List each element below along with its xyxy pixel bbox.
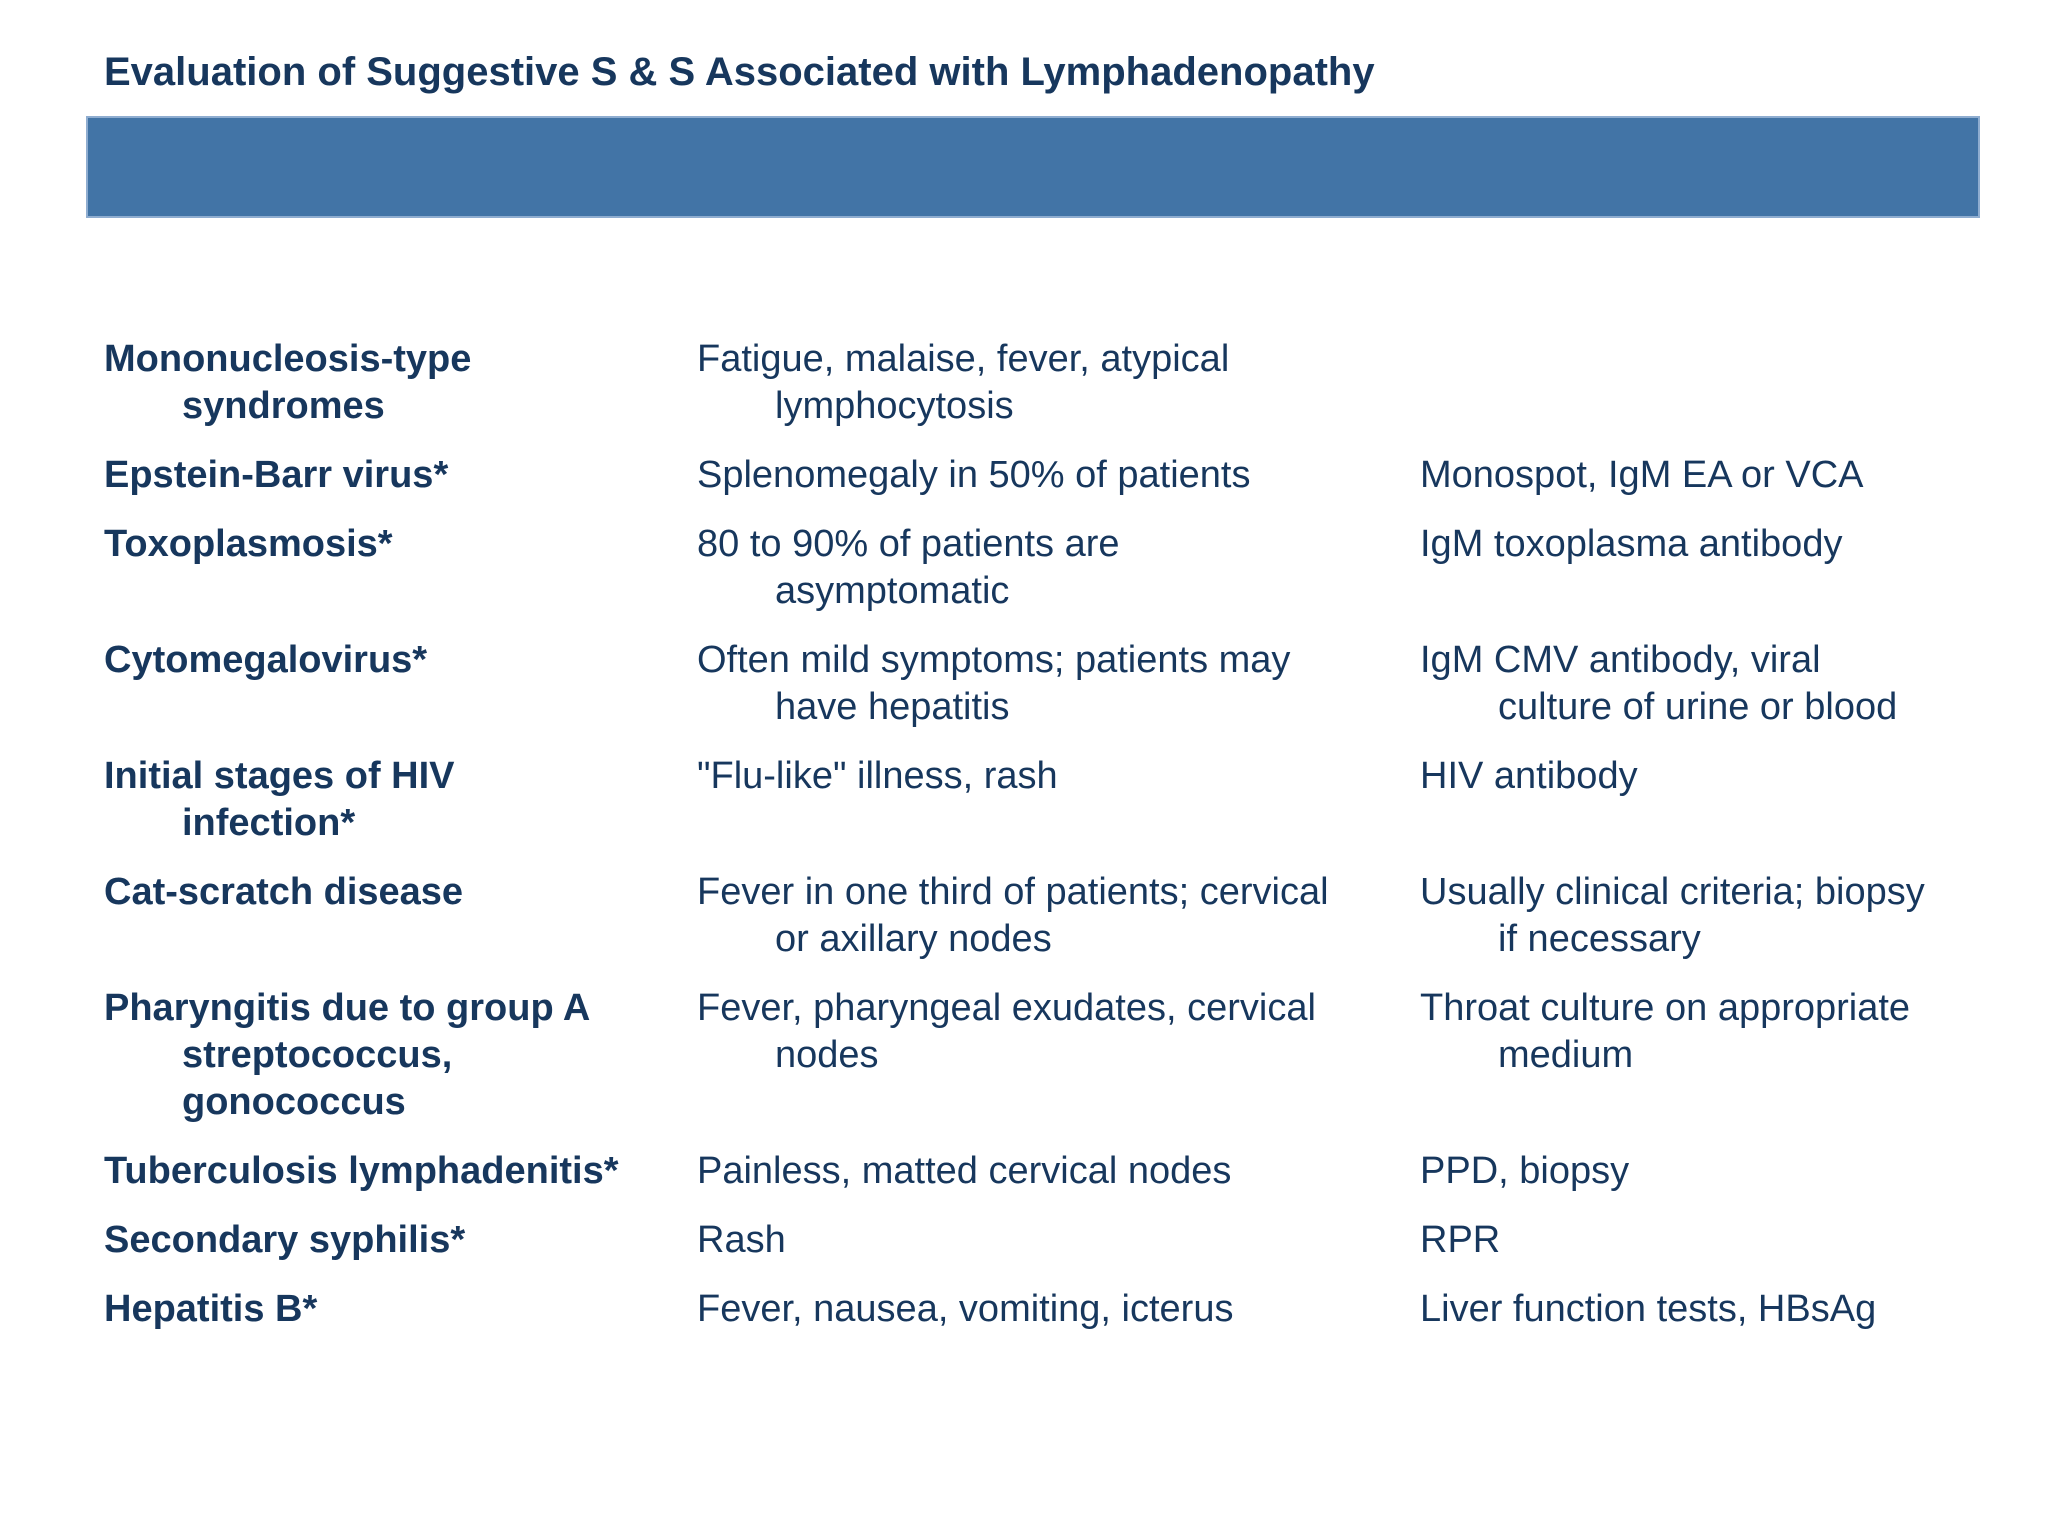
symptoms-line: Fever, nausea, vomiting, icterus xyxy=(697,1288,1234,1330)
symptoms-cell: Often mild symptoms; patients may have he… xyxy=(697,637,1420,731)
symptoms-line: or axillary nodes xyxy=(775,918,1052,960)
tests-line: if necessary xyxy=(1498,918,1701,960)
symptoms-cell: "Flu-like" illness, rash xyxy=(697,753,1420,847)
symptoms-cell: Fatigue, malaise, fever, atypical lymphoc… xyxy=(697,336,1420,430)
condition-cell: Hepatitis B* xyxy=(104,1286,697,1333)
tests-cell xyxy=(1420,336,2048,430)
tests-cell: RPR xyxy=(1420,1217,2048,1264)
symptoms-line: have hepatitis xyxy=(775,686,1010,728)
tests-cell: IgM CMV antibody, viral culture of urine … xyxy=(1420,637,2048,731)
tests-cell: PPD, biopsy xyxy=(1420,1148,2048,1195)
condition-line: streptococcus, xyxy=(182,1034,453,1076)
table-row: Hepatitis B* Fever, nausea, vomiting, ict… xyxy=(104,1286,2048,1333)
symptoms-line: "Flu-like" illness, rash xyxy=(697,755,1058,797)
table-row: Tuberculosis lymphadenitis* Painless, mat… xyxy=(104,1148,2048,1195)
condition-cell: Tuberculosis lymphadenitis* xyxy=(104,1148,697,1195)
tests-cell: Usually clinical criteria; biopsy if nece… xyxy=(1420,869,2048,963)
table-row: Secondary syphilis* Rash RPR xyxy=(104,1217,2048,1264)
condition-line: infection* xyxy=(182,802,356,844)
condition-line: Mononucleosis-type xyxy=(104,338,472,380)
table-row: Initial stages of HIV infection* "Flu-like… xyxy=(104,753,2048,847)
symptoms-line: Rash xyxy=(697,1219,786,1261)
tests-line: IgM CMV antibody, viral xyxy=(1420,639,1821,681)
condition-line: Hepatitis B* xyxy=(104,1288,318,1330)
symptoms-cell: Painless, matted cervical nodes xyxy=(697,1148,1420,1195)
condition-line: Cat-scratch disease xyxy=(104,871,464,913)
condition-line: Pharyngitis due to group A xyxy=(104,987,591,1029)
symptoms-line: Fever, pharyngeal exudates, cervical xyxy=(697,987,1316,1029)
condition-cell: Secondary syphilis* xyxy=(104,1217,697,1264)
tests-line: Liver function tests, HBsAg xyxy=(1420,1288,1877,1330)
condition-line: syndromes xyxy=(182,385,385,427)
tests-cell: HIV antibody xyxy=(1420,753,2048,847)
tests-line: Usually clinical criteria; biopsy xyxy=(1420,871,1925,913)
condition-cell: Initial stages of HIV infection* xyxy=(104,753,697,847)
condition-line: gonococcus xyxy=(182,1081,406,1123)
symptoms-line: 80 to 90% of patients are xyxy=(697,523,1120,565)
symptoms-cell: Fever in one third of patients; cervical… xyxy=(697,869,1420,963)
condition-line: Tuberculosis lymphadenitis* xyxy=(104,1150,619,1192)
symptoms-line: Fatigue, malaise, fever, atypical xyxy=(697,338,1230,380)
condition-cell: Cytomegalovirus* xyxy=(104,637,697,731)
table-row: Toxoplasmosis* 80 to 90% of patients are a… xyxy=(104,521,2048,615)
tests-line: PPD, biopsy xyxy=(1420,1150,1630,1192)
condition-line: Toxoplasmosis* xyxy=(104,523,393,565)
symptoms-line: asymptomatic xyxy=(775,570,1010,612)
tests-line: culture of urine or blood xyxy=(1498,686,1898,728)
symptoms-cell: Splenomegaly in 50% of patients xyxy=(697,452,1420,499)
tests-line: IgM toxoplasma antibody xyxy=(1420,523,1843,565)
condition-cell: Pharyngitis due to group A streptococcus,… xyxy=(104,985,697,1126)
symptoms-cell: 80 to 90% of patients are asymptomatic xyxy=(697,521,1420,615)
condition-cell: Epstein-Barr virus* xyxy=(104,452,697,499)
symptoms-cell: Fever, nausea, vomiting, icterus xyxy=(697,1286,1420,1333)
table-row: Pharyngitis due to group A streptococcus,… xyxy=(104,985,2048,1126)
symptoms-cell: Fever, pharyngeal exudates, cervical node… xyxy=(697,985,1420,1126)
condition-line: Secondary syphilis* xyxy=(104,1219,466,1261)
symptoms-line: lymphocytosis xyxy=(775,385,1014,427)
tests-cell: Monospot, IgM EA or VCA xyxy=(1420,452,2048,499)
tests-cell: Liver function tests, HBsAg xyxy=(1420,1286,2048,1333)
table-row: Cytomegalovirus* Often mild symptoms; pat… xyxy=(104,637,2048,731)
lymphadenopathy-table: Mononucleosis-type syndromes Fatigue, mala… xyxy=(104,336,2048,1355)
symptoms-line: Often mild symptoms; patients may xyxy=(697,639,1291,681)
tests-line: Monospot, IgM EA or VCA xyxy=(1420,454,1864,496)
tests-cell: Throat culture on appropriate medium xyxy=(1420,985,2048,1126)
tests-line: medium xyxy=(1498,1034,1634,1076)
symptoms-line: Splenomegaly in 50% of patients xyxy=(697,454,1251,496)
tests-line: HIV antibody xyxy=(1420,755,1638,797)
condition-cell: Cat-scratch disease xyxy=(104,869,697,963)
symptoms-cell: Rash xyxy=(697,1217,1420,1264)
condition-line: Epstein-Barr virus* xyxy=(104,454,449,496)
tests-line: RPR xyxy=(1420,1219,1501,1261)
symptoms-line: Painless, matted cervical nodes xyxy=(697,1150,1232,1192)
symptoms-line: nodes xyxy=(775,1034,879,1076)
tests-cell: IgM toxoplasma antibody xyxy=(1420,521,2048,615)
table-row: Mononucleosis-type syndromes Fatigue, mala… xyxy=(104,336,2048,430)
header-band xyxy=(86,116,1980,218)
tests-line: Throat culture on appropriate xyxy=(1420,987,1911,1029)
condition-line: Initial stages of HIV xyxy=(104,755,455,797)
page-title: Evaluation of Suggestive S & S Associate… xyxy=(104,50,1375,94)
symptoms-line: Fever in one third of patients; cervical xyxy=(697,871,1329,913)
table-row: Cat-scratch disease Fever in one third of… xyxy=(104,869,2048,963)
condition-cell: Toxoplasmosis* xyxy=(104,521,697,615)
condition-line: Cytomegalovirus* xyxy=(104,639,428,681)
table-row: Epstein-Barr virus* Splenomegaly in 50% o… xyxy=(104,452,2048,499)
condition-cell: Mononucleosis-type syndromes xyxy=(104,336,697,430)
